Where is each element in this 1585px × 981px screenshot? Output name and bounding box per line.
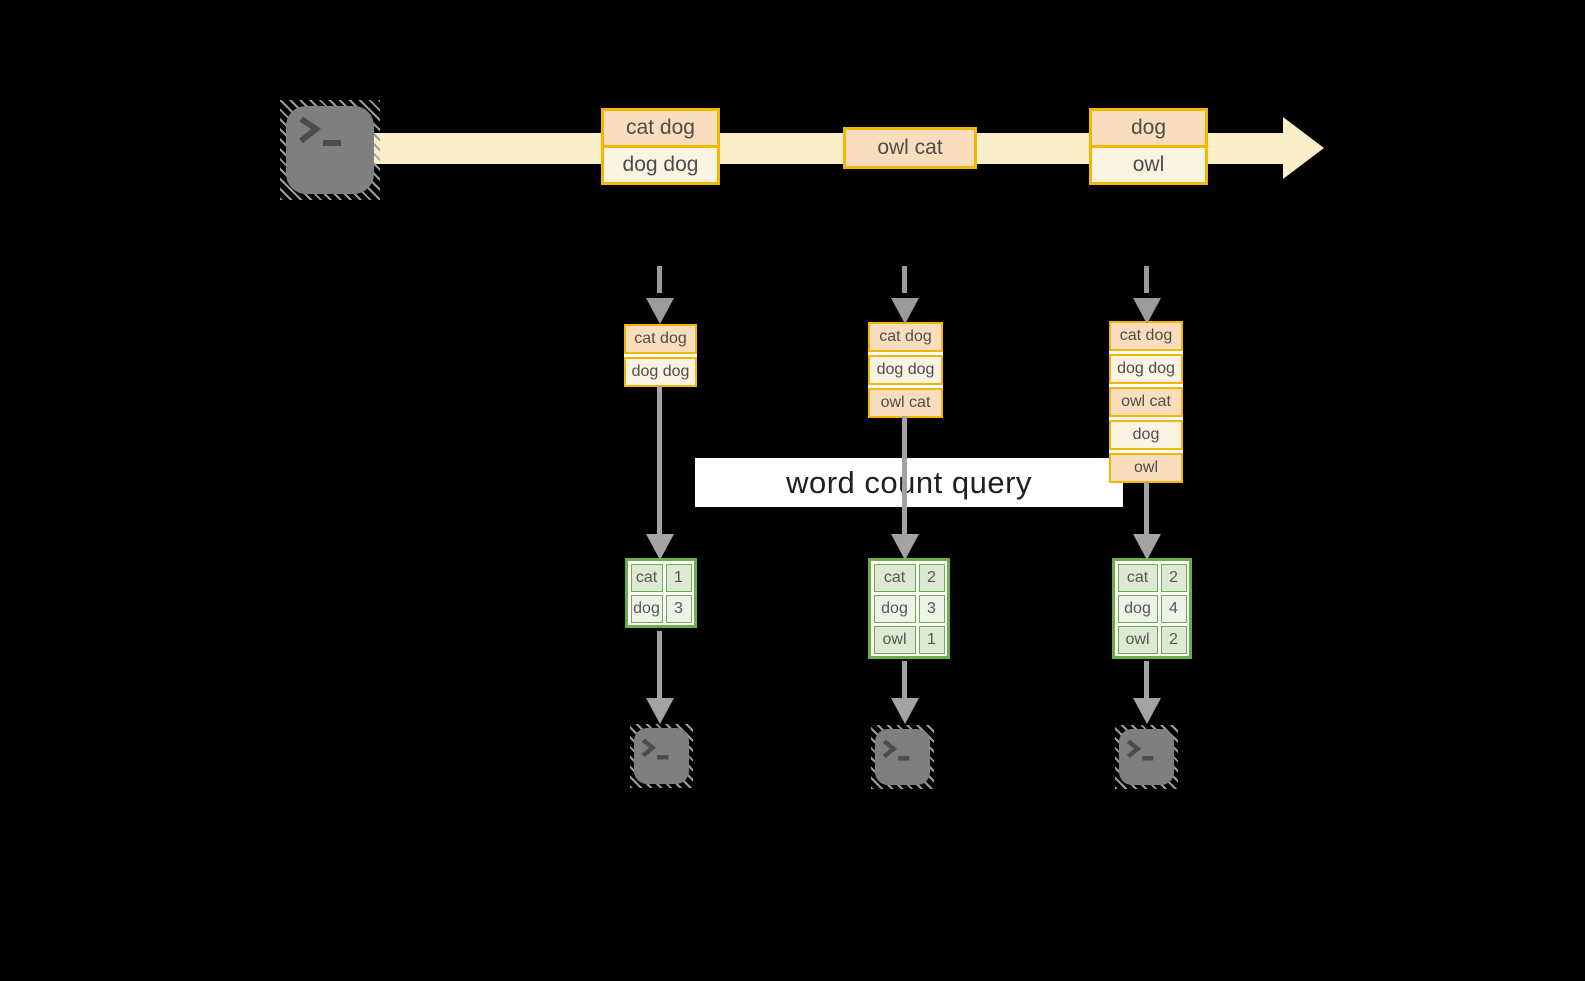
output-terminal-icon bbox=[1115, 725, 1178, 789]
window-line: owl cat bbox=[868, 388, 943, 418]
result-word: dog bbox=[873, 594, 916, 623]
result-word: cat bbox=[1117, 563, 1158, 592]
dashed-down-arrowhead-icon bbox=[891, 298, 919, 324]
result-word: cat bbox=[873, 563, 916, 592]
stream-batch-1: cat dog dog dog bbox=[601, 108, 720, 185]
down-arrowhead-icon bbox=[1133, 534, 1161, 560]
window-line: cat dog bbox=[624, 324, 697, 354]
result-count: 3 bbox=[665, 594, 692, 623]
terminal-prompt-glyph bbox=[1126, 739, 1154, 761]
window-line: cat dog bbox=[1109, 321, 1183, 351]
batch-line: cat dog bbox=[601, 108, 720, 148]
down-arrowhead-icon bbox=[891, 698, 919, 724]
window-line: dog bbox=[1109, 420, 1183, 450]
terminal-prompt-glyph bbox=[882, 739, 910, 761]
dashed-down-arrowhead-icon bbox=[646, 298, 674, 324]
result-word: dog bbox=[630, 594, 663, 623]
dashed-down-arrow-line bbox=[657, 266, 662, 293]
window-line: dog dog bbox=[624, 357, 697, 387]
down-arrow-line bbox=[902, 416, 907, 536]
batch-line: owl bbox=[1089, 145, 1208, 185]
window-3-contents: cat dog dog dog owl cat dog owl bbox=[1109, 321, 1183, 483]
batch-line: dog bbox=[1089, 108, 1208, 148]
down-arrow-line bbox=[1144, 661, 1149, 699]
result-count: 2 bbox=[1160, 563, 1187, 592]
window-line: owl bbox=[1109, 453, 1183, 483]
query-label-band: word count query bbox=[695, 458, 1123, 507]
batch-line: owl cat bbox=[843, 127, 977, 169]
output-terminal-icon bbox=[871, 725, 934, 789]
dashed-down-arrowhead-icon bbox=[1133, 298, 1161, 324]
down-arrowhead-icon bbox=[646, 534, 674, 560]
down-arrowhead-icon bbox=[891, 534, 919, 560]
result-count: 1 bbox=[665, 563, 692, 592]
window-line: cat dog bbox=[868, 322, 943, 352]
batch-line: dog dog bbox=[601, 145, 720, 185]
window-1-contents: cat dog dog dog bbox=[624, 324, 697, 387]
result-table-1: cat 1 dog 3 bbox=[625, 558, 697, 628]
down-arrow-line bbox=[657, 386, 662, 536]
query-label: word count query bbox=[786, 464, 1032, 500]
terminal-prompt-glyph bbox=[299, 116, 341, 146]
window-line: owl cat bbox=[1109, 387, 1183, 417]
stream-batch-3: dog owl bbox=[1089, 108, 1208, 185]
terminal-prompt-glyph bbox=[641, 738, 669, 760]
down-arrow-line bbox=[902, 661, 907, 699]
window-2-contents: cat dog dog dog owl cat bbox=[868, 322, 943, 418]
window-line: dog dog bbox=[868, 355, 943, 385]
result-word: dog bbox=[1117, 594, 1158, 623]
result-word: owl bbox=[1117, 625, 1158, 654]
result-count: 1 bbox=[918, 625, 945, 654]
result-table-3: cat 2 dog 4 owl 2 bbox=[1112, 558, 1192, 659]
result-count: 3 bbox=[918, 594, 945, 623]
down-arrowhead-icon bbox=[646, 698, 674, 724]
dashed-down-arrow-line bbox=[902, 266, 907, 293]
window-line: dog dog bbox=[1109, 354, 1183, 384]
down-arrow-line bbox=[657, 631, 662, 699]
result-word: cat bbox=[630, 563, 663, 592]
source-terminal-icon bbox=[280, 100, 380, 200]
result-word: owl bbox=[873, 625, 916, 654]
stream-batch-2: owl cat bbox=[843, 127, 977, 169]
output-terminal-icon bbox=[630, 724, 693, 788]
stream-arrowhead-icon bbox=[1283, 117, 1324, 179]
result-table-2: cat 2 dog 3 owl 1 bbox=[868, 558, 950, 659]
result-count: 4 bbox=[1160, 594, 1187, 623]
down-arrow-line bbox=[1144, 482, 1149, 536]
down-arrowhead-icon bbox=[1133, 698, 1161, 724]
dashed-down-arrow-line bbox=[1144, 266, 1149, 293]
result-count: 2 bbox=[1160, 625, 1187, 654]
result-count: 2 bbox=[918, 563, 945, 592]
